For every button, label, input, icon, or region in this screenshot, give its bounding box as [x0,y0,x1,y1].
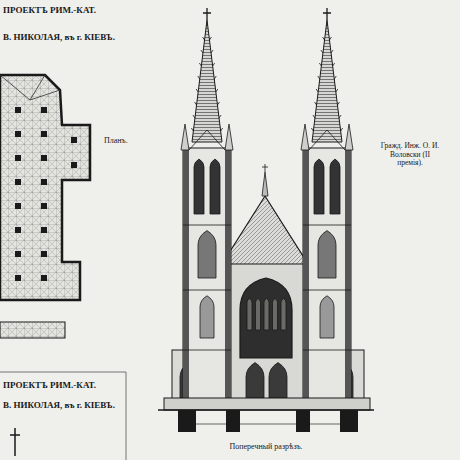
view-title: Планъ. [104,136,128,145]
sheet-frame [0,372,126,460]
plan-drawing [0,75,90,338]
sheet-heading: В. НИКОЛАЯ, въ г. КІЕВЪ. [3,400,115,410]
sheet-heading: В. НИКОЛАЯ, въ г. КІЕВЪ. [3,32,115,42]
sheet-heading: ПРОЕКТЪ РИМ.-КАТ. [3,380,96,390]
view-title: Поперечный разрѣзъ. [229,442,302,451]
author-note: Гражд. Инж. О. И. Воловски (II премія). [378,142,442,168]
cross-section [158,8,374,432]
sheet-heading: ПРОЕКТЪ РИМ.-КАТ. [3,5,96,15]
